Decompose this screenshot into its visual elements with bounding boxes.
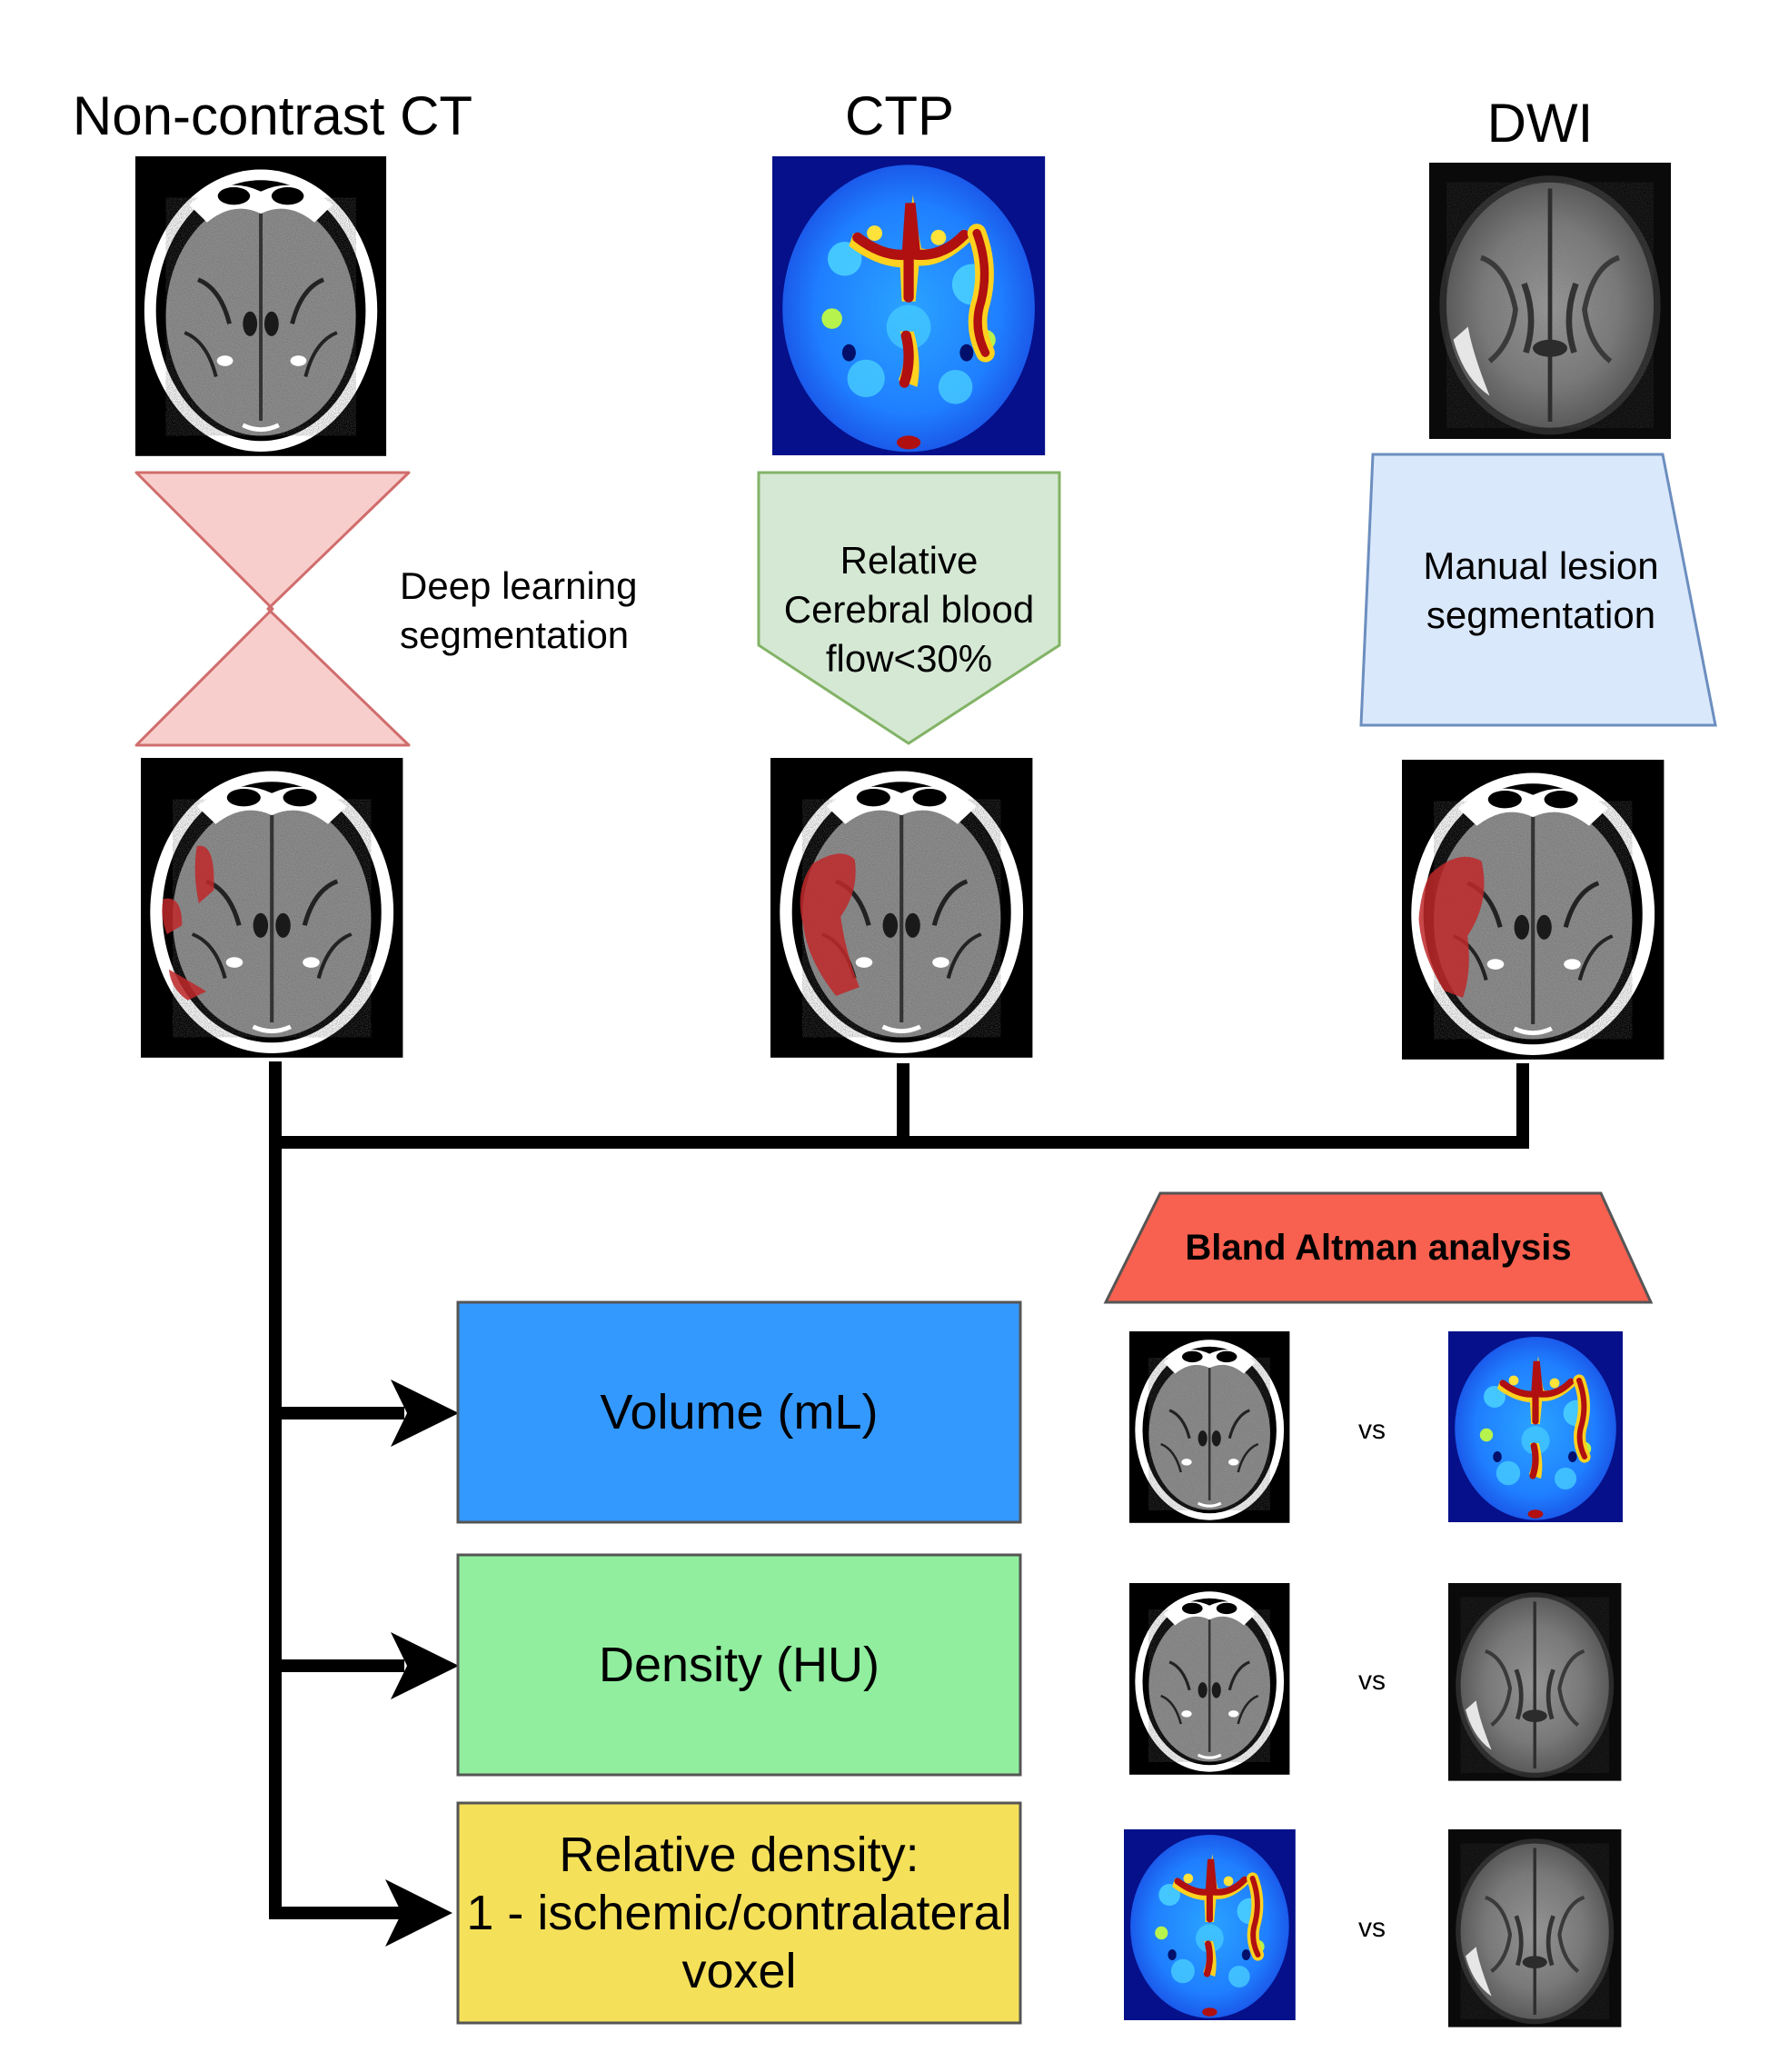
connector-lines — [269, 1061, 1529, 1919]
method-line: segmentation — [1426, 593, 1656, 636]
density-box — [456, 1553, 1022, 1777]
relative-density-label: Relative density: 1 - ischemic/contralat… — [458, 1826, 1020, 2000]
arrowheads — [385, 1380, 459, 1947]
metric-line: Density (HU) — [598, 1638, 880, 1692]
ncct-column-title: Non-contrast CT — [72, 85, 473, 146]
metric-line: 1 - ischemic/contralateral — [466, 1886, 1012, 1940]
bland-altman-title: Bland Altman analysis — [1185, 1228, 1572, 1268]
ncct-trunk-line — [269, 1061, 404, 1919]
comparison-dwi-thumb — [1448, 1583, 1621, 1781]
method-line: Manual lesion — [1423, 544, 1659, 587]
method-line: flow<30% — [825, 637, 993, 680]
arrow-right-icon — [385, 1879, 452, 1947]
vs-label-volume: vs — [1358, 1415, 1386, 1445]
method-line: Cerebral blood — [783, 588, 1035, 631]
ctp-segmented-image — [770, 758, 1032, 1058]
method-line: Deep learning — [400, 564, 638, 607]
pentagon-shape — [757, 471, 1061, 745]
volume-box — [456, 1300, 1022, 1524]
method-line: Relative — [840, 539, 979, 582]
dwi-source-image — [1429, 163, 1671, 439]
ncct-source-image — [135, 156, 386, 456]
comparison-dwi-thumb — [1448, 1829, 1621, 2027]
vs-label-relative-density: vs — [1358, 1913, 1386, 1943]
vs-label-density: vs — [1358, 1666, 1386, 1696]
dwi-method-label: Manual lesion segmentation — [1373, 542, 1709, 640]
method-line: segmentation — [400, 613, 630, 656]
volume-label: Volume (mL) — [458, 1383, 1020, 1441]
arrow-right-icon — [391, 1632, 459, 1699]
ncct-segmented-image — [141, 758, 402, 1058]
density-label: Density (HU) — [458, 1636, 1020, 1694]
metric-line: voxel — [681, 1944, 797, 1998]
comparison-ncct-thumb — [1129, 1331, 1289, 1523]
comparison-ctp-thumb — [1448, 1331, 1623, 1522]
relative-density-box — [456, 1801, 1022, 2025]
ctp-source-image — [772, 156, 1045, 455]
trapezoid-shape — [1359, 453, 1717, 727]
ctp-method-label: Relative Cerebral blood flow<30% — [759, 536, 1059, 683]
dwi-column-title: DWI — [1486, 93, 1594, 154]
dwi-segmented-image — [1402, 760, 1664, 1060]
ctp-column-title: CTP — [845, 85, 954, 146]
comparison-ncct-thumb — [1129, 1583, 1289, 1775]
ncct-method-label: Deep learning segmentation — [400, 562, 672, 660]
bland-altman-banner — [1103, 1191, 1654, 1304]
arrow-right-icon — [391, 1380, 459, 1447]
metric-line: Relative density: — [559, 1828, 919, 1882]
metric-line: Volume (mL) — [600, 1385, 879, 1439]
comparison-ctp-thumb — [1124, 1829, 1296, 2020]
hourglass-shape — [134, 471, 411, 747]
